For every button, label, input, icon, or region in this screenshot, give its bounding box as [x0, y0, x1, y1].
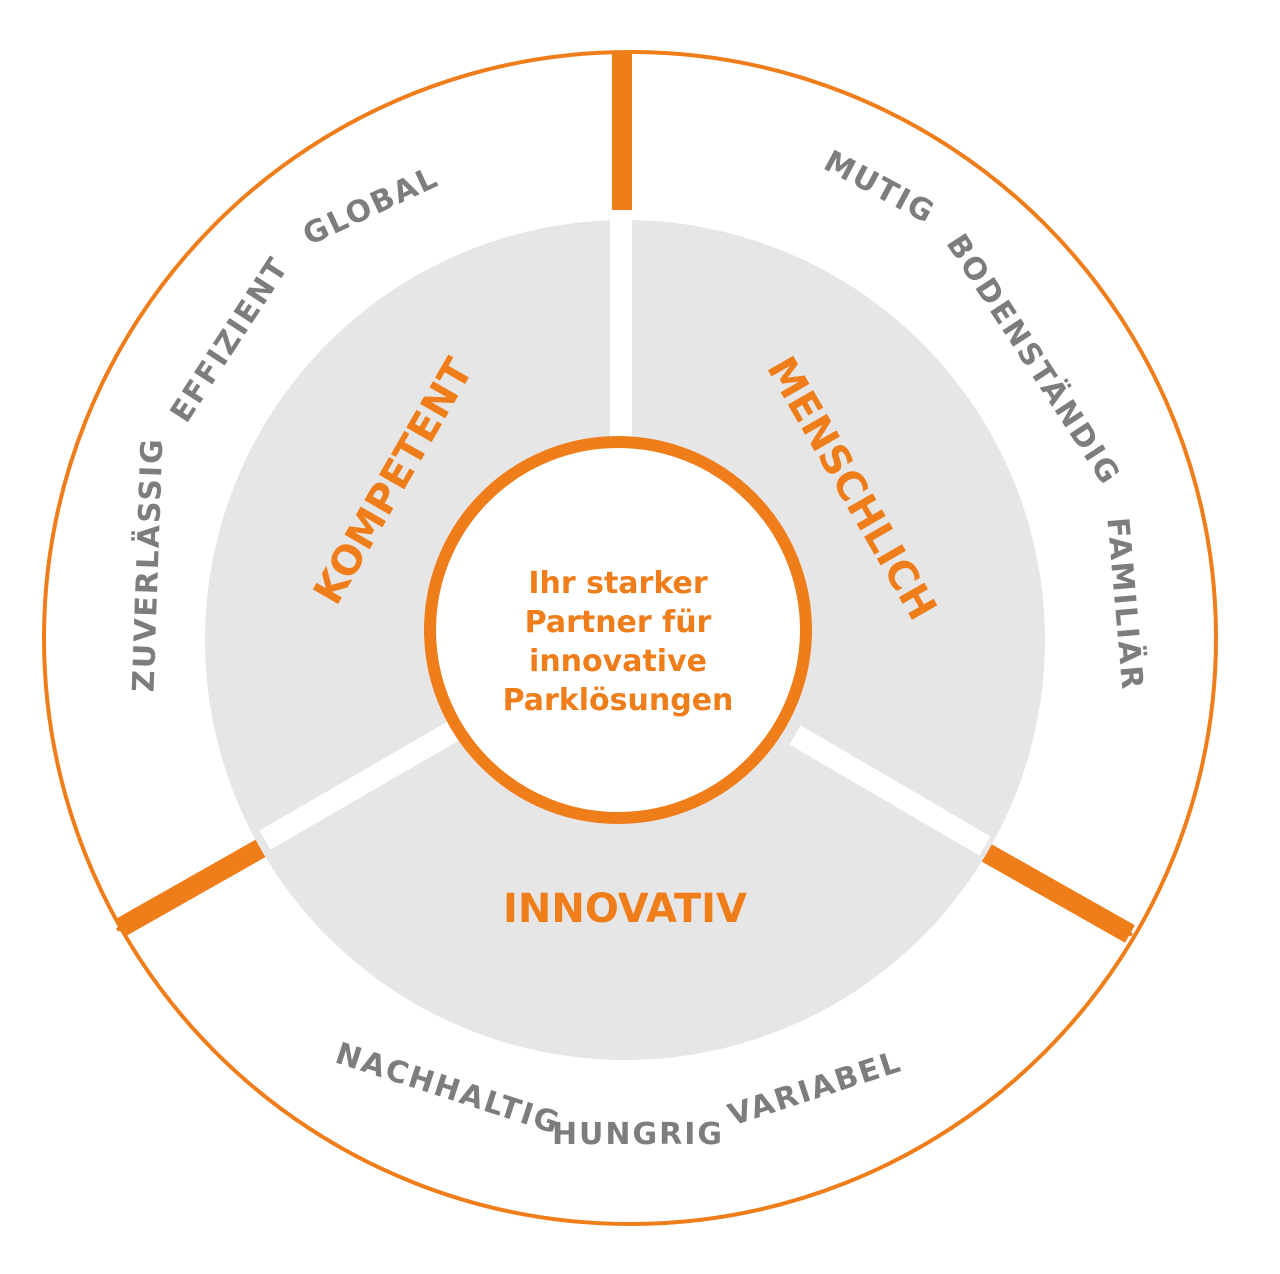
separator-left — [259, 720, 461, 850]
word-hungrig: HUNGRIG — [552, 1117, 724, 1152]
separator-top — [610, 210, 632, 460]
center-line-1: Ihr starker — [528, 566, 707, 601]
segment-title-innovativ: INNOVATIV — [503, 886, 747, 932]
word-zuverlaessig: ZUVERLÄSSIG — [126, 437, 171, 693]
center-line-4: Parklösungen — [503, 683, 734, 718]
separator-right — [789, 725, 991, 856]
center-line-2: Partner für — [525, 605, 712, 640]
center-line-3: innovative — [529, 644, 707, 679]
divider-accent-right — [973, 839, 1135, 943]
center-statement: Ihr starker Partner für innovative Parkl… — [503, 566, 734, 718]
divider-accent-top — [612, 52, 632, 210]
center-circle — [424, 436, 812, 824]
divider-accent-left — [115, 834, 275, 937]
